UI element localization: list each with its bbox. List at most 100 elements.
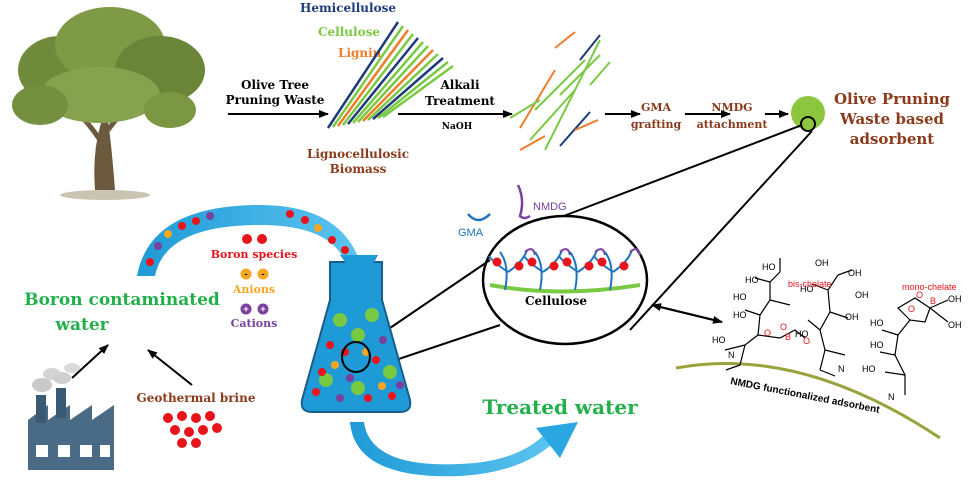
contaminated-water-line2: water	[54, 315, 109, 335]
biomass-fiber	[377, 61, 449, 119]
alkali-label-line2: Treatment	[425, 94, 495, 108]
brine-boron-particle	[177, 438, 187, 448]
svg-text:O: O	[780, 322, 787, 332]
brine-boron-particle	[205, 411, 215, 421]
svg-text:N: N	[838, 364, 845, 374]
brine-boron-particle	[191, 438, 201, 448]
zoom-cellulose-label: Cellulose	[525, 294, 587, 308]
svg-text:HO: HO	[745, 275, 759, 285]
treated-fiber	[519, 135, 546, 151]
brine-boron-particle	[177, 411, 187, 421]
ion-particle	[379, 336, 387, 344]
svg-text:OH: OH	[948, 320, 962, 330]
biomass-fiber	[367, 53, 439, 121]
product-label-line3: adsorbent	[850, 130, 934, 148]
arc-ion-particle	[192, 217, 200, 225]
legend-anions: Anions	[232, 283, 275, 296]
biomass-fiber	[372, 57, 444, 120]
svg-text:OH: OH	[948, 294, 962, 304]
product-label-line2: Waste based	[839, 110, 945, 128]
brine-boron-particle	[191, 413, 201, 423]
legend-cations: Cations	[231, 317, 278, 330]
nmdg-chain	[559, 248, 571, 256]
gma-label-line2: grafting	[631, 118, 682, 131]
arc-ion-particle	[314, 224, 322, 232]
svg-text:HO: HO	[870, 318, 884, 328]
biomass-fiber	[352, 41, 424, 124]
nmdg-chain	[629, 248, 641, 256]
lignocellulose-fibers	[326, 21, 454, 129]
outflow-arc-arrow	[350, 422, 578, 477]
ion-particle	[396, 381, 404, 389]
brine-boron-particle	[184, 427, 194, 437]
biomass-fiber	[336, 29, 410, 127]
svg-text:HO: HO	[870, 340, 884, 350]
contaminated-water-line1: Boron contaminated	[24, 290, 220, 310]
legend-cellulose: Cellulose	[318, 25, 380, 39]
inflow-arc-arrow	[137, 205, 378, 285]
chemistry-caption: NMDG functionalized adsorbent	[729, 376, 881, 416]
adsorbent-particle	[365, 308, 379, 322]
adsorbent-particle	[333, 313, 347, 327]
treated-fiber	[509, 99, 541, 119]
treated-fiber	[519, 69, 556, 129]
svg-text:OH: OH	[855, 290, 869, 300]
zoom-gma-label: GMA	[458, 227, 484, 239]
nmdg-chain	[594, 248, 606, 256]
arc-ion-particle	[154, 242, 162, 250]
treated-fiber	[554, 31, 576, 49]
svg-text:O: O	[764, 328, 771, 338]
biomass-fiber	[362, 49, 434, 122]
geothermal-brine-label: Geothermal brine	[137, 391, 256, 405]
adsorbent-bead	[791, 96, 825, 130]
biomass-fiber	[342, 33, 414, 126]
adsorbent-particle	[383, 365, 397, 379]
svg-text:HO: HO	[862, 364, 876, 374]
species-legend: Boron species - - Anions + + Cations	[211, 234, 297, 330]
ion-particle	[388, 392, 396, 400]
legend-lignin: Lignin	[338, 46, 382, 60]
svg-text:O: O	[803, 336, 810, 346]
flask-zoom-marker	[341, 341, 371, 373]
olive-tree-illustration	[12, 7, 205, 200]
ion-particle	[364, 394, 372, 402]
nmdg-chemistry-structure	[675, 258, 949, 440]
treated-fibers	[509, 31, 611, 151]
zoom-nmdg-label: NMDG	[533, 201, 567, 213]
ion-particle	[312, 388, 320, 396]
ion-particle	[331, 361, 339, 369]
cellulose-zoom-view: Cellulose	[481, 214, 649, 346]
svg-text:N: N	[888, 392, 895, 402]
svg-text:HO: HO	[762, 262, 776, 272]
biomass-label-line1: Lignocellulosic	[307, 147, 409, 161]
svg-text:OH: OH	[815, 258, 829, 268]
zoom-line-top	[547, 124, 803, 223]
cation-sign-2: +	[260, 304, 265, 314]
adsorbent-particle	[351, 328, 365, 342]
svg-text:O: O	[916, 290, 923, 300]
svg-text:HO: HO	[800, 284, 814, 294]
svg-text:HO: HO	[795, 329, 809, 339]
brine-boron-particle	[198, 425, 208, 435]
svg-text:B: B	[785, 332, 791, 342]
process-label-source: Olive Tree Pruning Waste	[226, 78, 325, 107]
boron-particle	[562, 257, 572, 267]
nmdg-chain	[524, 248, 536, 256]
ion-particle	[346, 374, 354, 382]
boron-particle	[619, 261, 629, 271]
anion-sign-1: -	[245, 269, 248, 279]
bis-chelate-label: bis-chelate	[788, 279, 832, 289]
naoh-label: NaOH	[442, 122, 473, 132]
treated-fiber	[589, 61, 611, 86]
product-label-line1: Olive Pruning	[834, 90, 951, 108]
source-label-line2: Pruning Waste	[226, 93, 325, 107]
svg-text:HO: HO	[712, 335, 726, 345]
brine-boron-particle	[170, 425, 180, 435]
svg-text:HO: HO	[733, 292, 747, 302]
mono-chelate-label: mono-chelate	[902, 282, 957, 292]
ion-particle	[318, 368, 326, 376]
svg-text:OH: OH	[845, 312, 859, 322]
boron-particle	[597, 257, 607, 267]
boron-particle	[514, 261, 524, 271]
biomass-fiber	[331, 25, 405, 128]
